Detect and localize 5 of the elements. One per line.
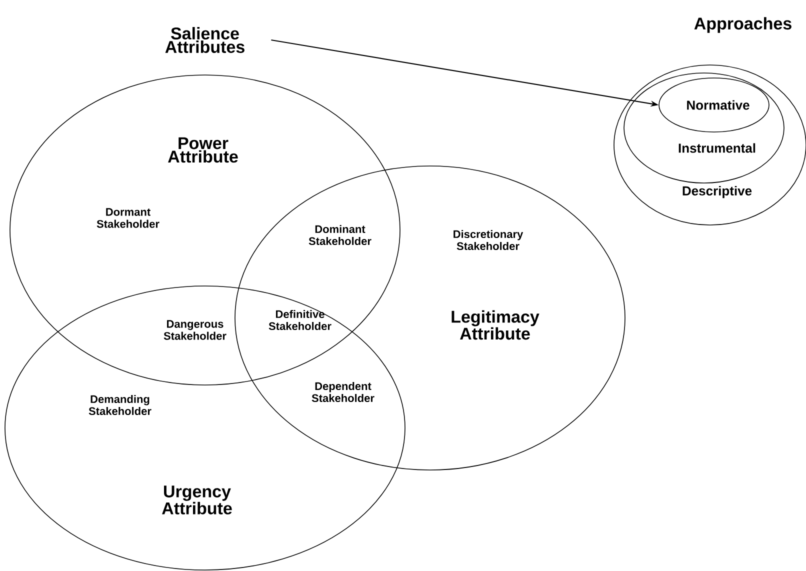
region-label: Definitive Stakeholder xyxy=(268,310,332,330)
region-label: Dominant Stakeholder xyxy=(308,224,372,246)
region-label: Dangerous Stakeholder xyxy=(164,320,226,340)
node-label: Approaches xyxy=(694,17,792,33)
heading: Salience Attributes xyxy=(165,27,244,53)
